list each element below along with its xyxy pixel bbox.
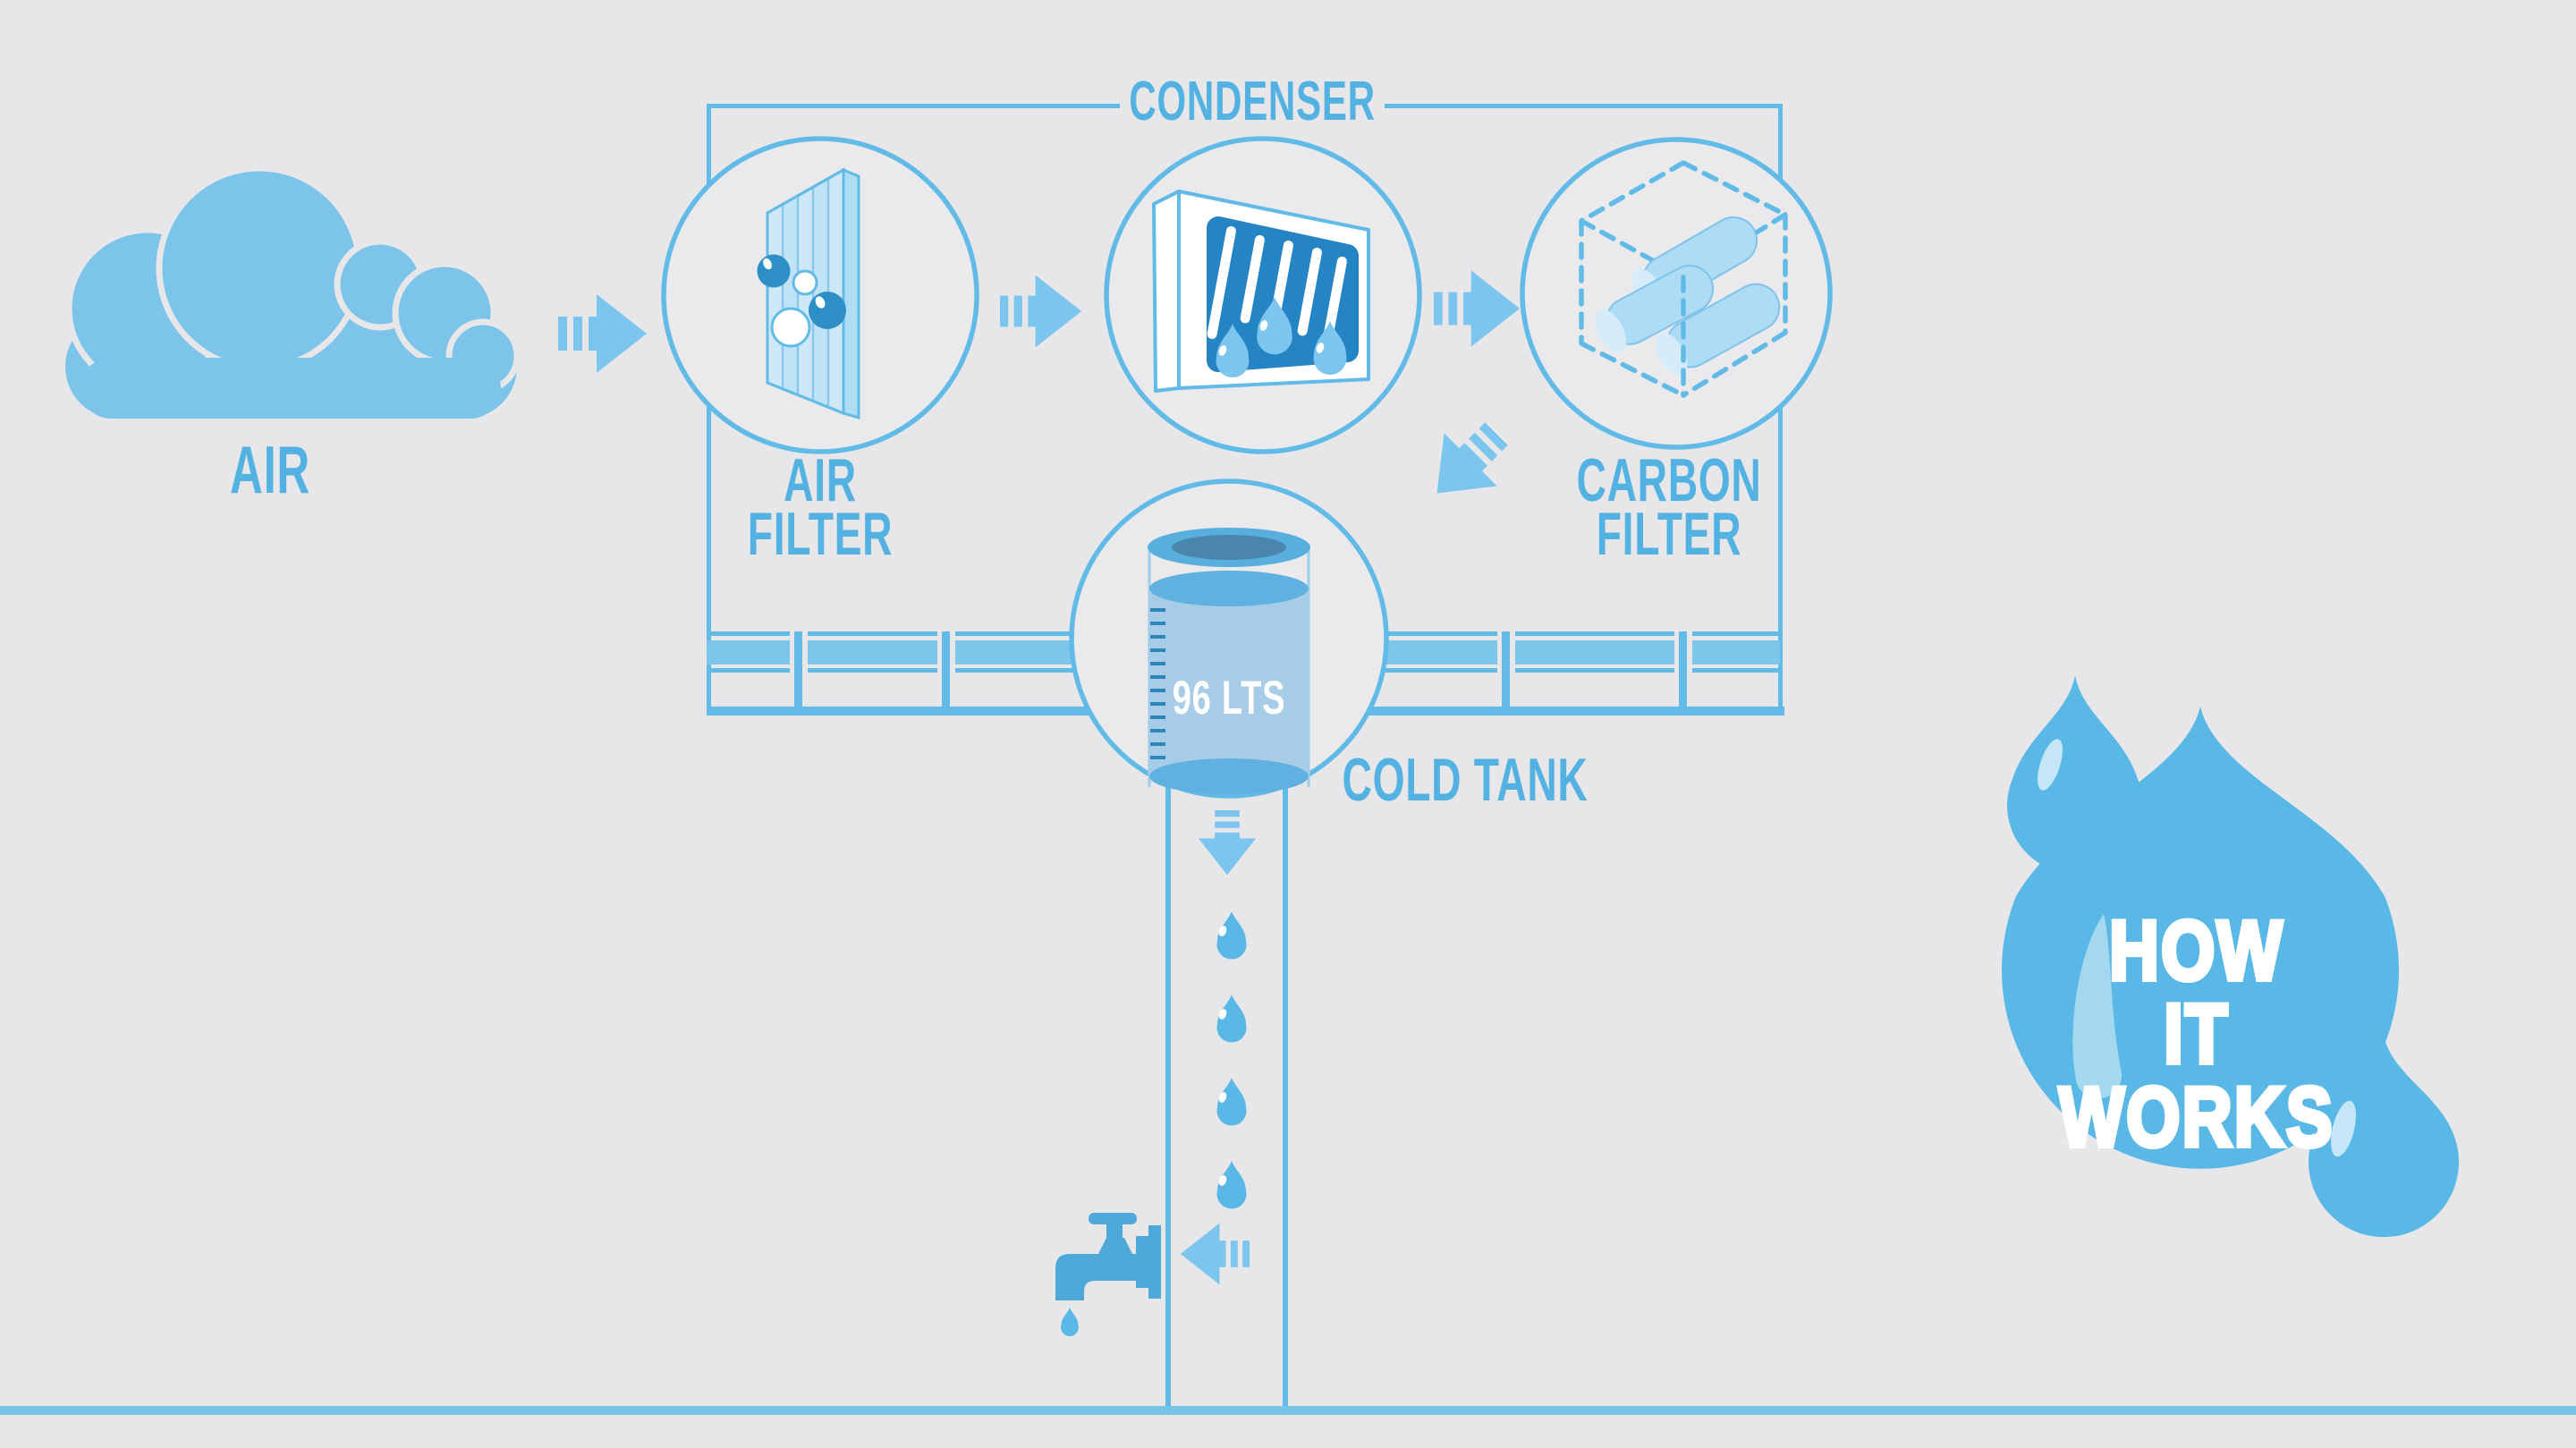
how-title-line2: IT	[2162, 987, 2230, 1080]
carbon-filter-icon	[1579, 160, 1788, 398]
pole-flow	[1180, 810, 1257, 1285]
cold-tank-icon	[1148, 528, 1310, 794]
air-filter-label-line1: AIR	[784, 446, 857, 514]
falling-drops	[1216, 911, 1247, 1209]
flow-arrow-condenser-to-carbon	[1434, 270, 1521, 347]
condenser-step	[1104, 136, 1422, 454]
faucet-drop	[1061, 1308, 1079, 1337]
carbon-filter-label: CARBON FILTER	[1576, 446, 1762, 568]
ground-line	[0, 1406, 2576, 1415]
cloud-icon	[65, 165, 521, 419]
big-drop-gleam	[2072, 914, 2123, 1099]
carbon-filter-label-line2: FILTER	[1596, 499, 1742, 568]
flow-arrow-filter-to-condenser	[1000, 275, 1082, 348]
air-filter-icon	[757, 167, 860, 420]
cold-tank-label: COLD TANK	[1342, 746, 1589, 814]
dust-particles	[757, 254, 846, 348]
faucet-icon	[1055, 1213, 1161, 1337]
carbon-filter-step	[1520, 137, 1833, 450]
tank-volume-value: 96 LTS	[1172, 672, 1286, 724]
carbon-cylinders	[1595, 216, 1781, 376]
box-top-left-segment	[707, 104, 1120, 108]
truss-posts	[790, 631, 1692, 716]
how-title-line1: HOW	[2107, 903, 2284, 997]
air-label: AIR	[230, 432, 310, 507]
small-drop-bottom-right	[2309, 1036, 2459, 1238]
condenser-title: CONDENSER	[1129, 71, 1376, 132]
flow-arrow-tank-down	[1198, 810, 1257, 876]
box-top-right-segment	[1385, 104, 1778, 108]
condensation-drips	[1216, 297, 1347, 377]
billboard-pole	[1165, 716, 1288, 1406]
air-filter-label-line2: FILTER	[747, 499, 894, 568]
flow-arrow-air-to-filter	[558, 294, 647, 373]
flow-arrow-to-faucet	[1180, 1223, 1250, 1285]
how-it-works-title: HOW IT WORKS	[2057, 903, 2334, 1164]
air-filter-step	[661, 136, 979, 454]
tank-scale-ticks	[1150, 608, 1165, 759]
big-drop	[2002, 707, 2399, 1169]
flow-arrow-carbon-to-tank	[1410, 407, 1523, 521]
how-it-works-drops	[2002, 675, 2459, 1238]
air-filter-label: AIR FILTER	[747, 446, 894, 568]
cold-tank-step	[1069, 478, 1389, 799]
how-title-line3: WORKS	[2057, 1070, 2334, 1164]
condenser-icon	[1152, 190, 1370, 393]
carbon-filter-label-line1: CARBON	[1576, 446, 1762, 514]
